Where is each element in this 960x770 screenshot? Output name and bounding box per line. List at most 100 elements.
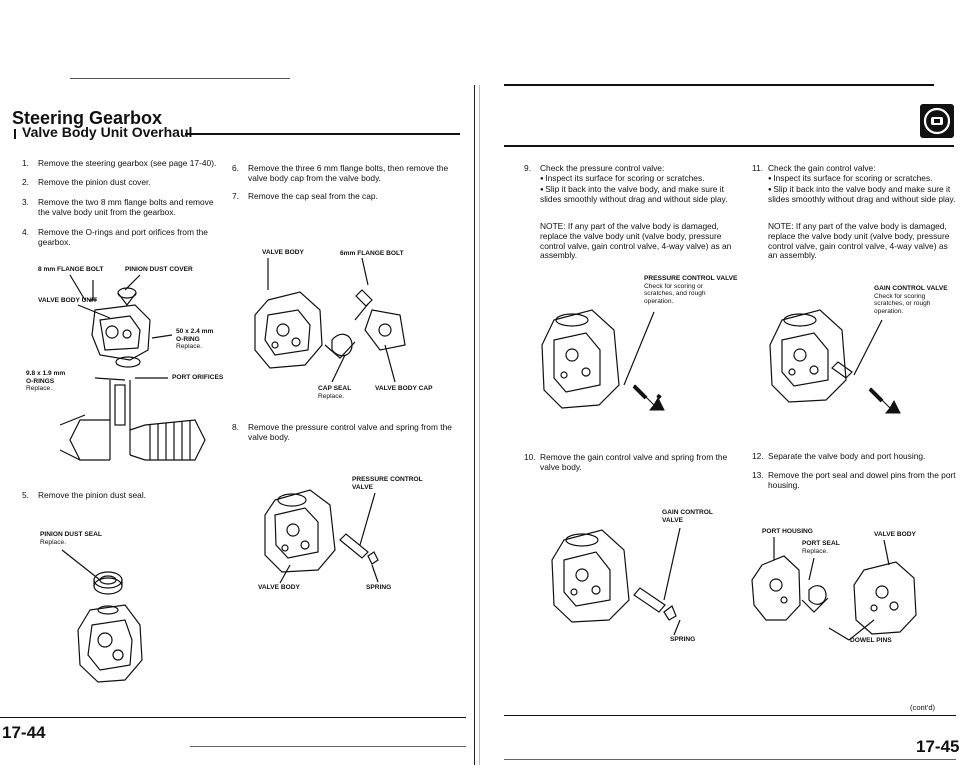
arrow-shape <box>869 387 901 414</box>
label-line: GAIN CONTROL <box>662 509 713 516</box>
step-text: Remove the pinion dust cover. <box>38 177 151 187</box>
step-text: Remove the cap seal from the cap. <box>248 191 378 201</box>
label-line: PRESSURE CONTROL <box>352 476 423 483</box>
step-text: Remove the pressure control valve and sp… <box>248 422 452 442</box>
left-page: Steering Gearbox Valve Body Unit Overhau… <box>0 0 475 770</box>
label-50mm-oring: 50 x 2.4 mm O-RING Replace. <box>176 328 213 351</box>
label-dowel-pins: DOWEL PINS <box>850 637 892 644</box>
step-title: Check the pressure control valve: <box>540 163 665 173</box>
label-pressure-control-valve: PRESSURE CONTROL VALVE <box>352 476 423 491</box>
step-text: Remove the pinion dust seal. <box>38 490 147 500</box>
label-line: PINION DUST SEAL <box>40 531 102 538</box>
label-line: O-RING <box>176 335 200 343</box>
step-6: 6. Remove the three 6 mm flange bolts, t… <box>232 163 452 184</box>
label-line: Replace. <box>318 392 345 400</box>
label-8mm-flange-bolt: 8 mm FLANGE BOLT <box>38 266 104 273</box>
arrow-shaft <box>632 384 662 400</box>
label-line: PORT SEAL <box>802 540 840 547</box>
step-9: 9. Check the pressure control valve: Ins… <box>524 163 734 206</box>
label-line: Replace. <box>40 538 67 546</box>
step-13: 13. Remove the port seal and dowel pins … <box>752 470 956 491</box>
label-port-seal: PORT SEAL Replace. <box>802 540 840 555</box>
step-number: 4. <box>22 227 29 237</box>
step-1: 1. Remove the steering gearbox (see page… <box>22 158 227 169</box>
page-number-left: 17-44 <box>2 723 46 742</box>
continued-label: (cont'd) <box>910 703 936 712</box>
step-3: 3. Remove the two 8 mm flange bolts and … <box>22 197 227 218</box>
label-valve-body: VALVE BODY <box>262 249 304 256</box>
step-number: 2. <box>22 177 29 187</box>
step-bullet: Inspect its surface for scoring or scrat… <box>540 173 734 185</box>
right-page: 9. Check the pressure control valve: Ins… <box>484 0 960 770</box>
step-number: 6. <box>232 163 239 173</box>
pressure-valve-illustration <box>264 489 379 584</box>
label-spring: SPRING <box>366 584 392 591</box>
label-9mm-orings: 9.8 x 1.9 mm O-RINGS Replace. <box>26 370 65 393</box>
step-bullet: Inspect its surface for scoring or scrat… <box>768 173 956 185</box>
step-number: 10. <box>524 452 536 462</box>
label-line: operation. <box>874 307 904 315</box>
label-line: GAIN CONTROL VALVE <box>874 285 948 292</box>
label-line: Replace. <box>26 385 53 393</box>
label-line: PRESSURE CONTROL VALVE <box>644 275 738 282</box>
step-9-note: NOTE: If any part of the valve body is d… <box>524 221 734 261</box>
steering-wheel-icon <box>920 104 954 138</box>
subsection-rule <box>185 133 460 135</box>
label-valve-body-unit: VALVE BODY UNIT <box>38 297 97 304</box>
step-number: 1. <box>22 158 29 168</box>
label-line: scratches, and rough <box>644 290 706 298</box>
step-12: 12. Separate the valve body and port hou… <box>752 451 956 462</box>
step-2: 2. Remove the pinion dust cover. <box>22 177 227 188</box>
label-line: operation. <box>644 297 674 305</box>
note-text: NOTE: If any part of the valve body is d… <box>768 221 950 261</box>
label-6mm-flange-bolt: 6mm FLANGE BOLT <box>340 250 404 257</box>
label-line: 9.8 x 1.9 mm <box>26 370 66 377</box>
label-gain-control-valve: GAIN CONTROL VALVE <box>662 509 713 524</box>
step-text: Remove the port seal and dowel pins from… <box>768 470 956 490</box>
label-gain-control-valve-check: GAIN CONTROL VALVE Check for scoring scr… <box>874 285 948 315</box>
note-text: NOTE: If any part of the valve body is d… <box>540 221 732 261</box>
subsection-bracket <box>14 129 16 139</box>
pressure-valve-check-illustration <box>541 309 665 411</box>
step-text: Remove the two 8 mm flange bolts and rem… <box>38 197 214 217</box>
port-housing-illustration <box>751 537 917 641</box>
label-line: CAP SEAL <box>318 385 352 392</box>
label-line: scratches, or rough <box>874 300 931 308</box>
step-title: Check the gain control valve: <box>768 163 876 173</box>
step-number: 8. <box>232 422 239 432</box>
label-line: Replace. <box>802 547 829 555</box>
step-11: 11. Check the gain control valve: Inspec… <box>752 163 956 205</box>
arrow-shape <box>633 384 665 411</box>
step-bullet: Slip it back into the valve body, and ma… <box>540 184 734 206</box>
step-10: 10. Remove the gain control valve and sp… <box>524 452 734 473</box>
book-gutter <box>474 85 487 765</box>
label-spring-2: SPRING <box>670 636 696 643</box>
step-number: 9. <box>524 163 531 173</box>
label-line: 50 x 2.4 mm <box>176 328 214 335</box>
step-5: 5. Remove the pinion dust seal. <box>22 490 222 501</box>
label-valve-body-cap: VALVE BODY CAP <box>375 385 433 392</box>
step-number: 5. <box>22 490 29 500</box>
label-pinion-dust-seal: PINION DUST SEAL Replace. <box>40 531 102 546</box>
step-4: 4. Remove the O-rings and port orifices … <box>22 227 227 248</box>
section-title: Steering Gearbox <box>12 108 163 128</box>
step-7: 7. Remove the cap seal from the cap. <box>232 191 452 202</box>
step-text: Remove the gain control valve and spring… <box>540 452 728 472</box>
label-line: Check for scoring or <box>644 282 703 290</box>
step-text: Remove the three 6 mm flange bolts, then… <box>248 163 449 183</box>
gain-valve-illustration <box>551 527 681 636</box>
step-number: 13. <box>752 470 764 480</box>
label-pressure-control-valve-check: PRESSURE CONTROL VALVE Check for scoring… <box>644 275 737 305</box>
subsection-title: Valve Body Unit Overhaul <box>22 124 193 140</box>
valve-body-cap-illustration <box>254 257 406 383</box>
label-line: Check for scoring <box>874 292 926 300</box>
step-number: 3. <box>22 197 29 207</box>
step-text: Remove the O-rings and port orifices fro… <box>38 227 208 247</box>
gain-valve-check-illustration <box>769 309 901 414</box>
label-port-orifices: PORT ORIFICES <box>172 374 224 381</box>
label-line: Replace. <box>176 343 203 351</box>
label-valve-body-3: VALVE BODY <box>874 531 916 538</box>
footer-rule-2 <box>190 746 466 747</box>
step-11-note: NOTE: If any part of the valve body is d… <box>752 221 956 261</box>
step-text: Remove the steering gearbox (see page 17… <box>38 158 217 168</box>
